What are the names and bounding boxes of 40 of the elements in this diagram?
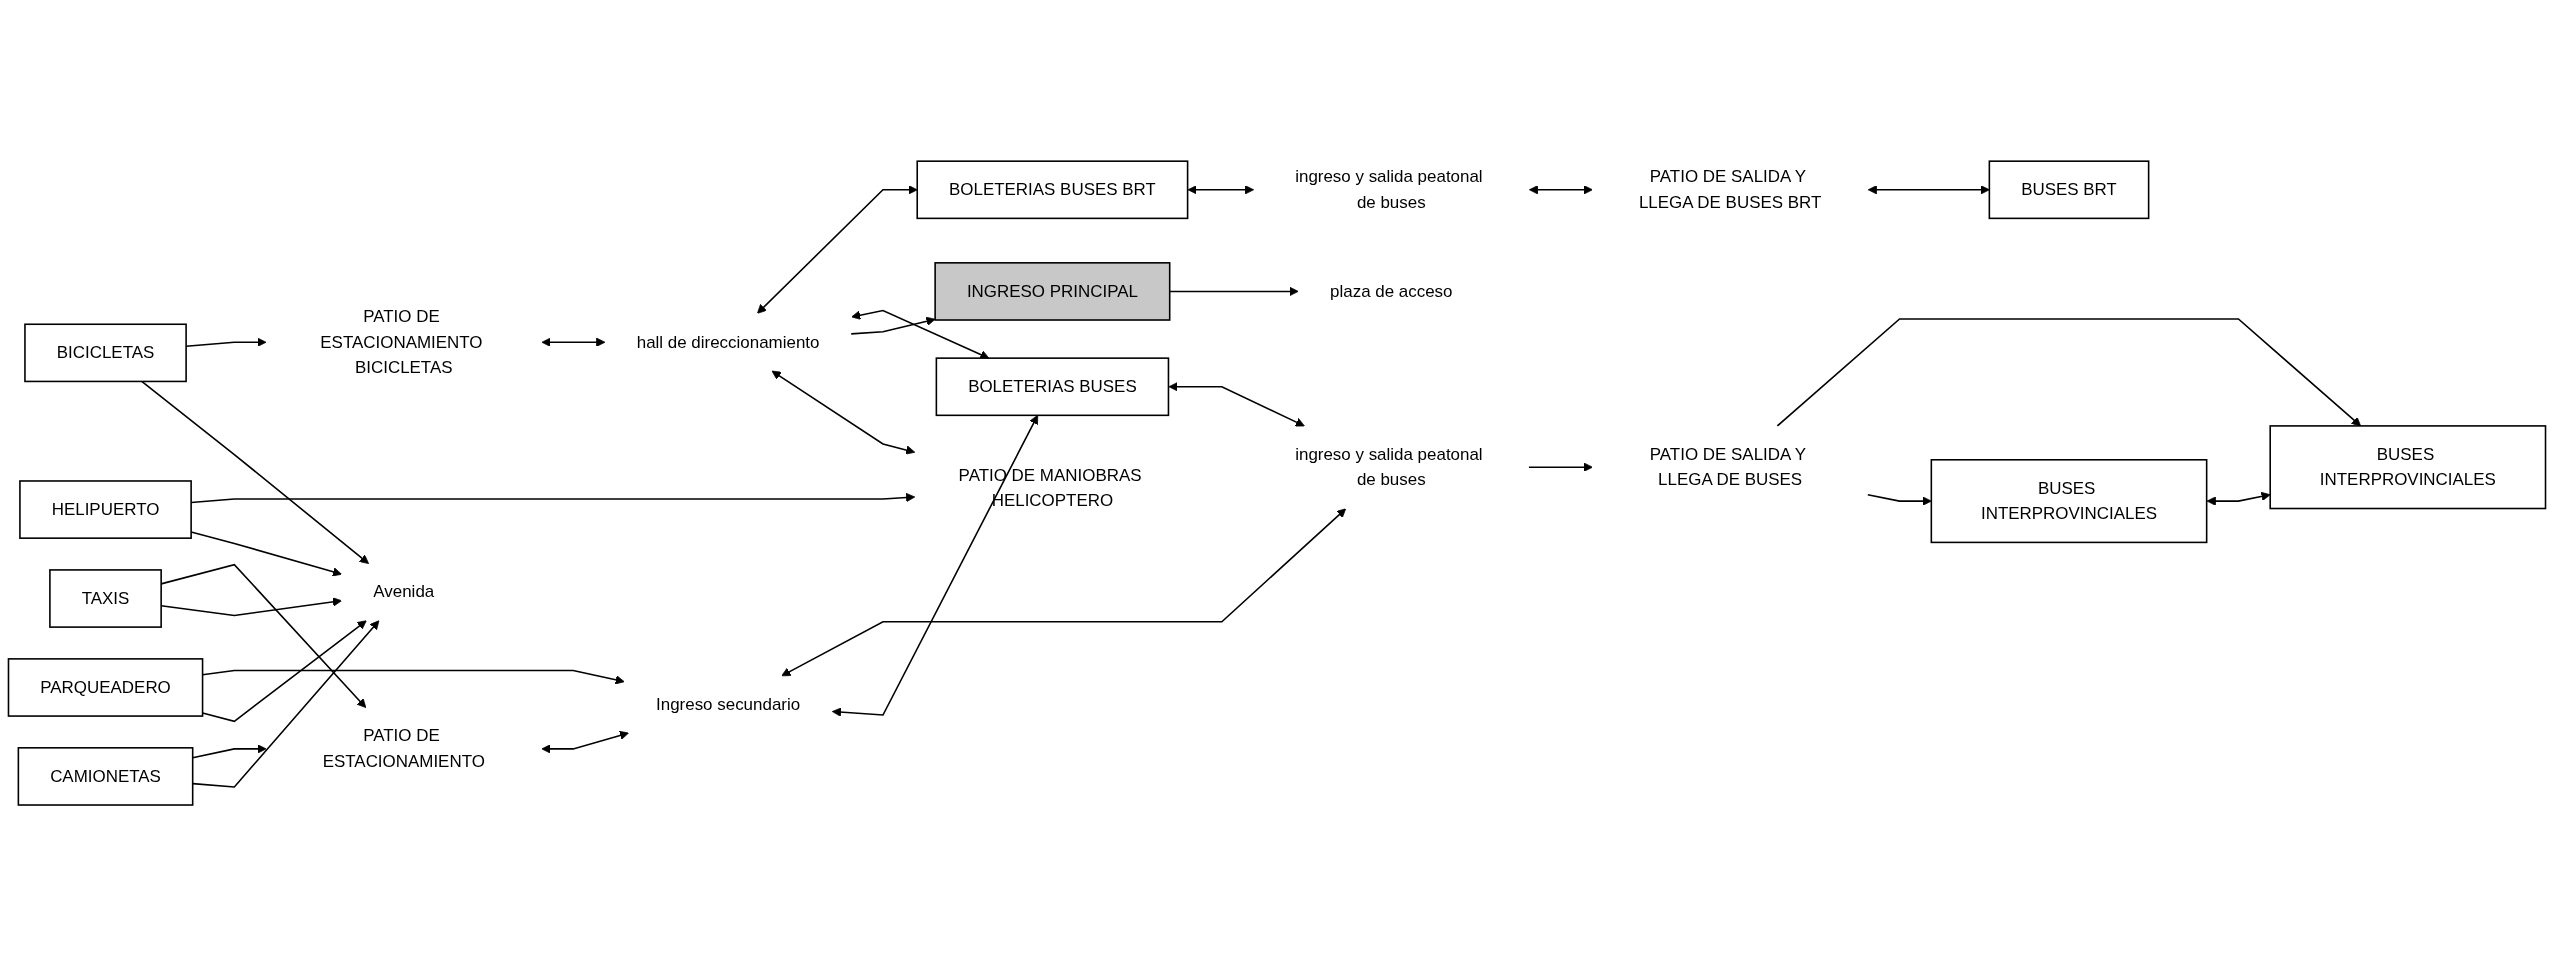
arrow xyxy=(2206,491,2271,506)
node-box: BUSES BRT xyxy=(1988,160,2150,219)
arrow xyxy=(541,730,629,754)
arrow xyxy=(1528,184,1593,195)
arrow xyxy=(541,337,606,347)
node-box: BOLETERIAS BUSES xyxy=(935,357,1170,416)
node-text: ingreso y salida peatonal de buses xyxy=(1295,444,1483,489)
arrow xyxy=(850,316,936,335)
node-text: ingreso y salida peatonal de buses xyxy=(1295,167,1483,211)
node-text: PATIO DE ESTACIONAMIENTO xyxy=(322,726,485,770)
node-box: HELIPUERTO xyxy=(19,479,192,539)
node-text: Avenida xyxy=(373,582,435,601)
arrow xyxy=(201,620,367,722)
node-box: TAXIS xyxy=(49,568,162,628)
node-text: hall de direccionamiento xyxy=(636,332,820,351)
node-box: CAMIONETAS xyxy=(17,746,194,806)
arrow xyxy=(1168,381,1305,427)
arrow xyxy=(1867,184,1990,195)
node-box: PARQUEADERO xyxy=(7,657,204,717)
arrow xyxy=(831,414,1039,717)
arrow xyxy=(140,380,369,564)
arrow xyxy=(757,184,918,314)
node-box: BICICLETAS xyxy=(24,323,187,382)
node-box: BOLETERIAS BUSES BRT xyxy=(916,160,1189,219)
arrow xyxy=(771,370,916,455)
node-text: PATIO DE MANIOBRAS HELICOPTERO xyxy=(958,465,1142,510)
node-box: BUSES INTERPROVINCIALES xyxy=(1930,458,2208,543)
arrow xyxy=(851,309,990,359)
arrow xyxy=(1867,493,1932,506)
node-text: PATIO DE SALIDA Y LLEGA DE BUSES BRT xyxy=(1638,167,1822,211)
arrow xyxy=(781,508,1347,676)
node-text: Ingreso secundario xyxy=(656,694,801,713)
arrow xyxy=(1776,317,2362,427)
node-box: INGRESO PRINCIPAL xyxy=(934,261,1171,321)
node-text: PATIO DE ESTACIONAMIENTO BICICLETAS xyxy=(320,307,483,376)
node-text: plaza de acceso xyxy=(1330,281,1453,300)
arrow xyxy=(1187,184,1255,195)
node-text: PATIO DE SALIDA Y LLEGA DE BUSES xyxy=(1649,444,1806,489)
node-box: BUSES INTERPROVINCIALES xyxy=(2269,424,2547,510)
arrow xyxy=(1528,462,1593,472)
